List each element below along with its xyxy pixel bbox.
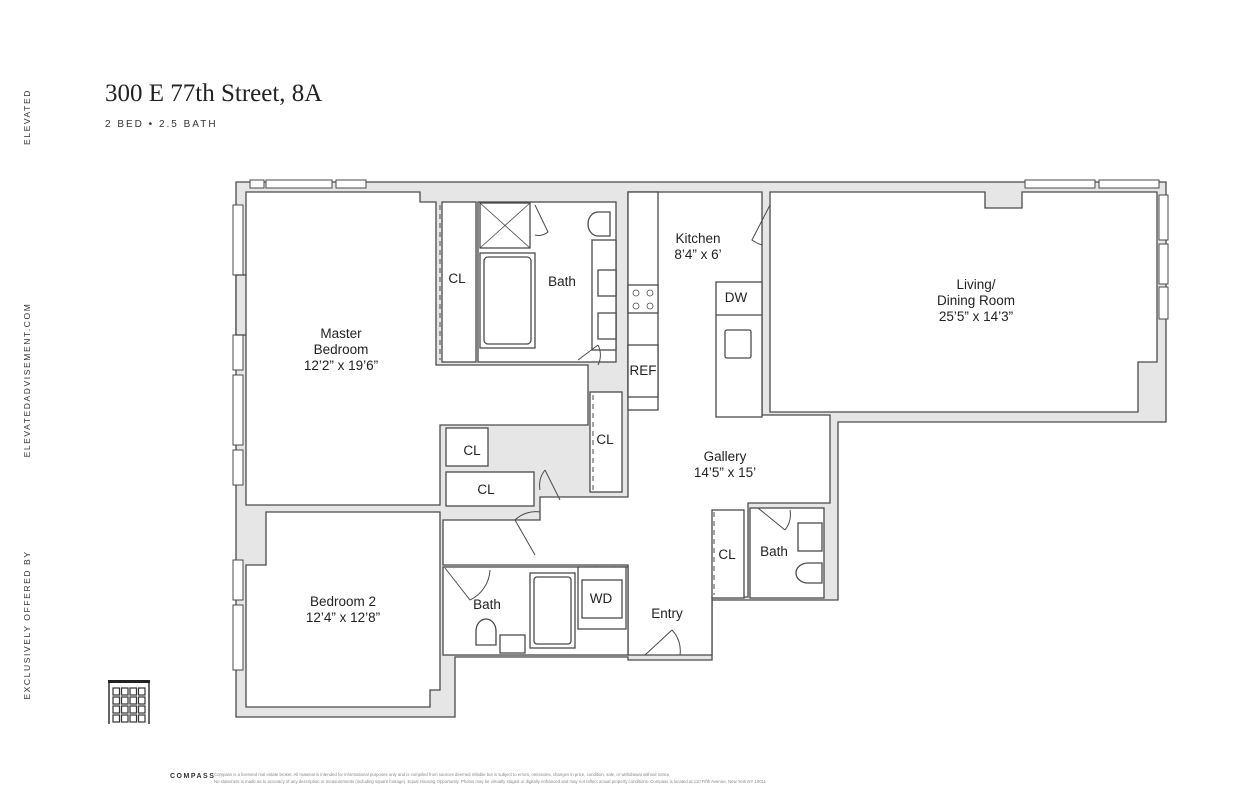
room-hall-bath: Bath: [473, 597, 501, 612]
room-entry: Entry: [651, 606, 683, 621]
cooktop-icon: [632, 289, 654, 310]
room-name-line2: Dining Room: [936, 293, 1016, 308]
room-name: Bedroom 2: [309, 594, 377, 609]
room-name: Master: [320, 326, 362, 341]
room-dimensions: 8’4” x 6’: [674, 247, 722, 262]
room-gallery: Gallery 14’5” x 15’: [694, 449, 756, 481]
closet-label: CL: [718, 547, 736, 562]
listing-subtitle: 2 BED • 2.5 BATH: [105, 119, 218, 130]
living-dining-room: [769, 191, 1158, 413]
refrigerator-label: REF: [629, 363, 657, 378]
room-name: Gallery: [703, 449, 747, 464]
closet-label: CL: [596, 432, 614, 447]
listing-title: 300 E 77th Street, 8A: [105, 80, 323, 107]
master-bedroom: [245, 191, 589, 506]
disclaimer-line-2: No statement is made as to accuracy of a…: [214, 779, 767, 784]
powder-closet: [711, 509, 745, 599]
room-dimensions: 12’2” x 19’6”: [303, 358, 379, 373]
agency-logo-icon: [108, 680, 150, 724]
room-powder-bath: Bath: [760, 544, 788, 559]
room-dimensions: 14’5” x 15’: [693, 465, 757, 480]
dishwasher-label: DW: [724, 290, 748, 305]
refrigerator: [627, 344, 659, 398]
doors: [444, 204, 791, 656]
room-dimensions: 25’5” x 14’3”: [938, 309, 1014, 324]
windows: [232, 179, 1169, 671]
room-living-dining: Living/ Dining Room 25’5” x 14’3”: [937, 277, 1015, 325]
washer-dryer: [581, 579, 623, 619]
disclaimer-line-1: Compass is a licensed real estate broker…: [214, 772, 671, 777]
bedroom-2: [245, 511, 441, 708]
room-name: Kitchen: [675, 231, 721, 246]
room-kitchen: Kitchen 8’4” x 6’: [674, 231, 721, 263]
closet-lower: [445, 471, 535, 507]
closet-label: CL: [448, 271, 466, 286]
washer-dryer-label: WD: [589, 591, 613, 606]
room-bedroom-2: Bedroom 2 12’4” x 12’8”: [306, 594, 380, 626]
room-master-bedroom: Master Bedroom 12’2” x 19’6”: [304, 326, 378, 374]
closet-upper: [445, 427, 489, 467]
room-master-bath: Bath: [548, 274, 576, 289]
closet-label: CL: [463, 443, 481, 458]
master-closet: [441, 201, 477, 363]
room-name: Living/: [956, 277, 996, 292]
hall-closet: [589, 391, 623, 493]
toilet-icon: [587, 211, 611, 237]
footer-brand: COMPASS: [170, 773, 216, 780]
room-dimensions: 12’4” x 12’8”: [305, 610, 381, 625]
room-name-line2: Bedroom: [313, 342, 369, 357]
closet-label: CL: [477, 482, 495, 497]
